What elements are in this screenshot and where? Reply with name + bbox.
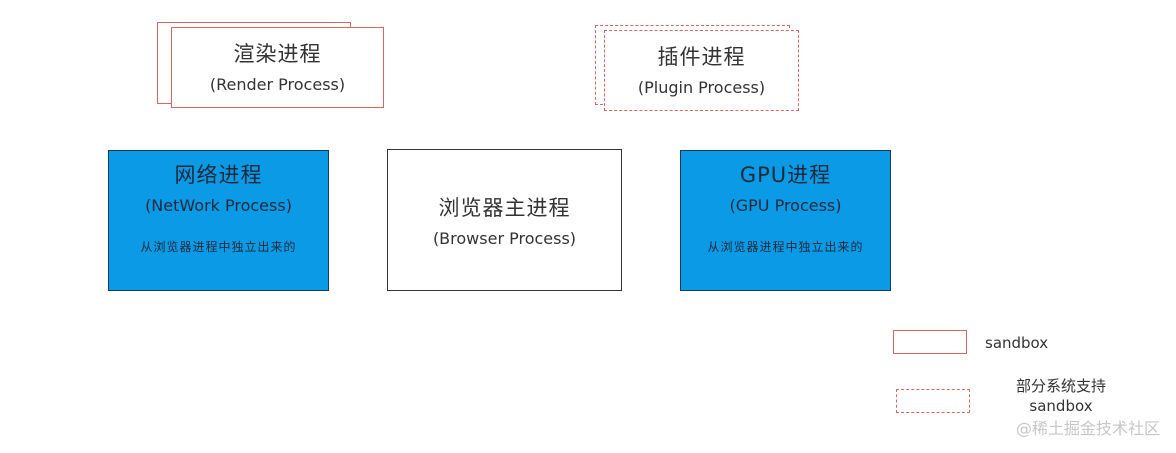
browser-process-title: 浏览器主进程 — [438, 196, 571, 220]
gpu-process-note: 从浏览器进程中独立出来的 — [707, 240, 864, 254]
legend-solid-label: sandbox — [985, 334, 1049, 352]
gpu-process-title: GPU进程 — [739, 163, 832, 187]
render-process-box: 渲染进程 (Render Process) — [171, 27, 384, 108]
gpu-process-subtitle: (GPU Process) — [729, 196, 842, 215]
legend-dashed-swatch — [896, 389, 970, 413]
browser-process-subtitle: (Browser Process) — [432, 229, 577, 248]
network-process-subtitle: (NetWork Process) — [145, 196, 292, 215]
plugin-process-box: 插件进程 (Plugin Process) — [604, 30, 799, 111]
render-process-subtitle: (Render Process) — [209, 75, 346, 94]
plugin-process-title: 插件进程 — [657, 45, 746, 69]
network-process-title: 网络进程 — [174, 163, 263, 187]
legend-solid-swatch — [893, 330, 967, 354]
plugin-process-subtitle: (Plugin Process) — [637, 78, 766, 97]
render-process-title: 渲染进程 — [233, 42, 322, 66]
network-process-note: 从浏览器进程中独立出来的 — [140, 240, 297, 254]
watermark: @稀土掘金技术社区 — [1015, 419, 1160, 438]
network-process-box: 网络进程 (NetWork Process) 从浏览器进程中独立出来的 — [108, 150, 329, 291]
legend-dashed-label-line1: 部分系统支持 — [1015, 377, 1106, 395]
gpu-process-box: GPU进程 (GPU Process) 从浏览器进程中独立出来的 — [680, 150, 891, 291]
browser-process-box: 浏览器主进程 (Browser Process) — [387, 149, 622, 291]
legend-dashed-label-line2: sandbox — [1029, 397, 1093, 415]
legend-dashed-label: 部分系统支持 sandbox — [986, 376, 1136, 416]
